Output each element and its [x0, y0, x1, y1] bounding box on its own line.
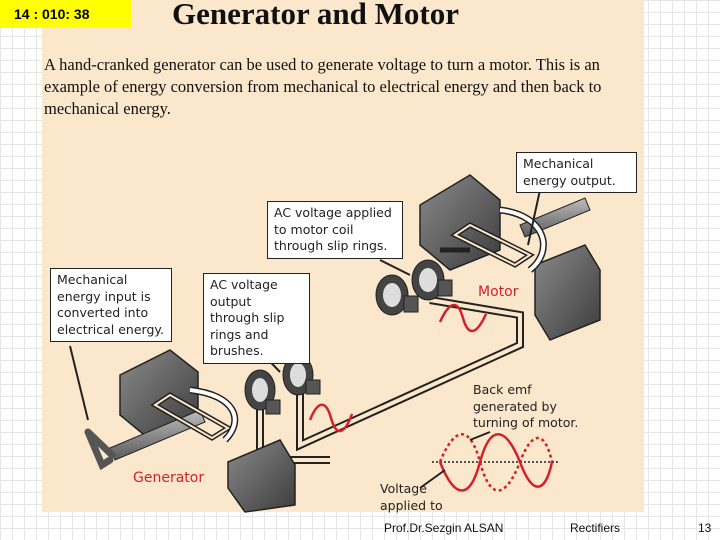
motor-label: Motor: [478, 284, 519, 300]
generator-magnet-south: [227, 439, 296, 513]
motor-sine-wave: [438, 303, 488, 333]
footer-author: Prof.Dr.Sezgin ALSAN: [384, 521, 504, 535]
callout-mechanical-input: Mechanical energy input is converted int…: [50, 268, 172, 342]
motor-slip-rings: [375, 259, 453, 316]
callout-mechanical-output: Mechanical energy output.: [516, 152, 637, 193]
callout-ac-applied: AC voltage applied to motor coil through…: [267, 201, 403, 259]
intro-paragraph: A hand-cranked generator can be used to …: [44, 55, 602, 118]
label-back-emf: Back emf generated by turning of motor.: [473, 382, 579, 430]
hand-crank-icon: [84, 428, 116, 471]
slide-title: Generator and Motor: [172, 0, 459, 31]
generator-sine-wave: [308, 403, 354, 433]
generator-label: Generator: [133, 470, 205, 486]
label-voltage-applied: Voltage applied to: [380, 481, 443, 513]
footer-topic: Rectifiers: [570, 521, 621, 535]
back-emf-waveform: [432, 433, 560, 492]
footer-page-number: 13: [698, 521, 712, 535]
generator-slip-rings: [244, 354, 321, 415]
motor-magnet-south: [534, 244, 601, 341]
motor-magnet-north: [419, 174, 501, 271]
timer-display: 14 : 010: 38: [0, 0, 131, 28]
callout-ac-output: AC voltage output through slip rings and…: [203, 273, 310, 364]
